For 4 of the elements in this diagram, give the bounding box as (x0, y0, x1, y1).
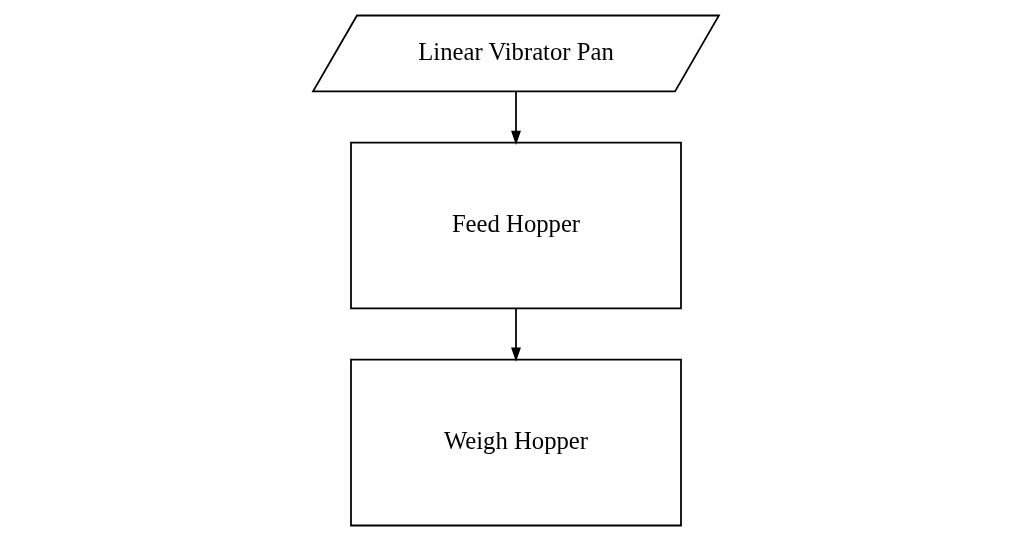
arrow (510, 90, 521, 145)
arrow (510, 307, 521, 362)
node-box: Weigh Hopper (349, 358, 682, 527)
node-box: Feed Hopper (349, 141, 682, 310)
